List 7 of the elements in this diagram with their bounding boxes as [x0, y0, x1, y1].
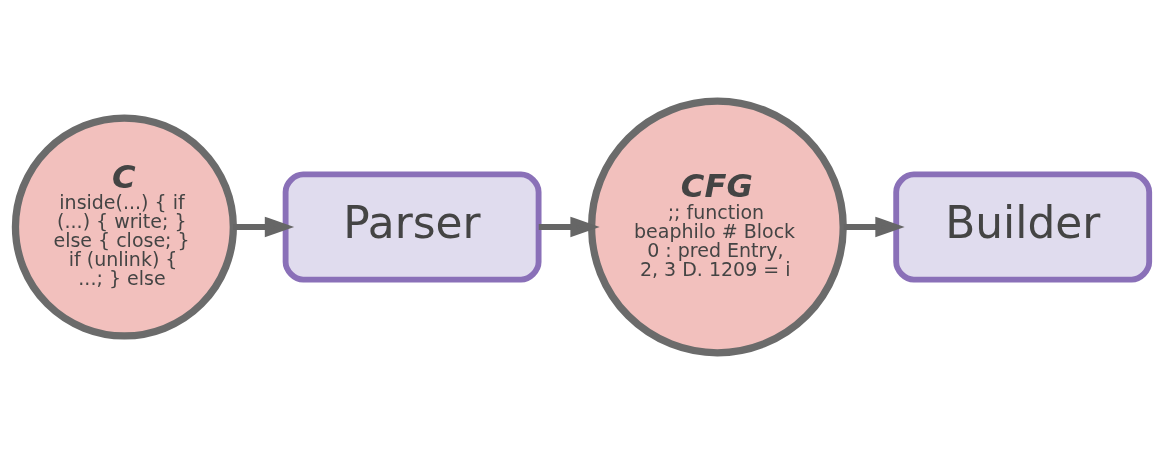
arrow	[538, 216, 600, 237]
arrow	[843, 216, 905, 237]
node-box: Parser	[282, 170, 542, 283]
arrow	[233, 216, 295, 237]
node-circle: CFG ;; function beaphilo # Block 0 : pred Entry, 2, 3 D. 1209 = i	[587, 97, 847, 356]
node-circle: C inside(...) { if (...) { write; } else { close; } if (unlink) { ...; } else	[11, 113, 237, 340]
node-box: Builder	[893, 170, 1153, 283]
